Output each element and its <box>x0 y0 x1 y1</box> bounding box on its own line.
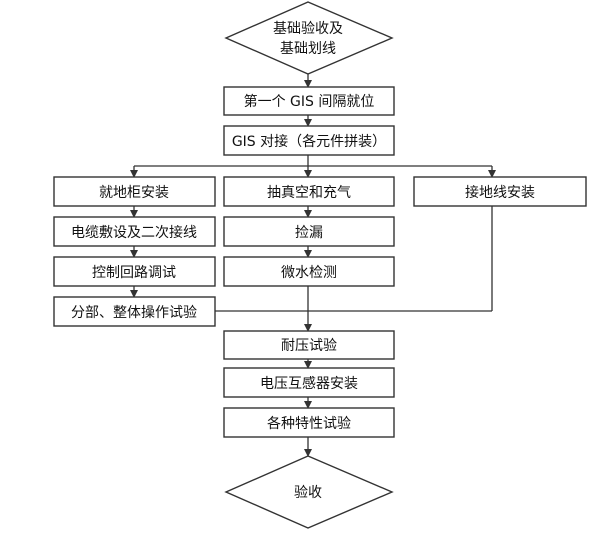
end-label: 验收 <box>294 485 322 501</box>
right-box-ground-wire: 接地线安装 <box>413 176 587 207</box>
step-first-gis-bay-label: 第一个 GIS 间隔就位 <box>244 93 375 110</box>
left-box-control-circuit-label: 控制回路调试 <box>92 265 176 281</box>
step-characteristics-test-label: 各种特性试验 <box>267 416 351 432</box>
left-box-cable-laying-label: 电缆敷设及二次接线 <box>71 224 197 241</box>
left-box-cable-laying: 电缆敷设及二次接线 <box>53 216 216 247</box>
center-box-vacuum-gas: 抽真空和充气 <box>223 176 395 207</box>
left-box-local-cabinet: 就地柜安装 <box>53 176 216 207</box>
end-diamond: 验收 <box>224 455 394 529</box>
step-gis-docking-label: GIS 对接（各元件拼装） <box>232 133 386 150</box>
step-gis-docking: GIS 对接（各元件拼装） <box>223 125 395 156</box>
center-box-vacuum-gas-label: 抽真空和充气 <box>267 185 351 201</box>
step-voltage-transformer-label: 电压互感器安装 <box>260 375 358 392</box>
center-box-moisture-test-label: 微水检测 <box>281 265 337 281</box>
center-box-moisture-test: 微水检测 <box>223 256 395 287</box>
step-voltage-transformer: 电压互感器安装 <box>223 367 395 398</box>
start-label-line-2: 基础划线 <box>280 40 336 57</box>
step-withstand-test-label: 耐压试验 <box>281 338 337 354</box>
center-box-leak-check: 捡漏 <box>223 216 395 247</box>
start-diamond: 基础验收及 基础划线 <box>224 1 394 75</box>
left-box-control-circuit: 控制回路调试 <box>53 256 216 287</box>
step-first-gis-bay: 第一个 GIS 间隔就位 <box>223 86 395 116</box>
merge-box-operation-test-label: 分部、整体操作试验 <box>71 305 197 321</box>
left-box-local-cabinet-label: 就地柜安装 <box>99 185 169 201</box>
right-box-ground-wire-label: 接地线安装 <box>465 184 535 201</box>
start-label-line-1: 基础验收及 <box>273 20 343 37</box>
step-withstand-test: 耐压试验 <box>223 330 395 360</box>
merge-box-operation-test: 分部、整体操作试验 <box>53 296 216 327</box>
center-box-leak-check-label: 捡漏 <box>295 224 323 241</box>
step-characteristics-test: 各种特性试验 <box>223 407 395 438</box>
